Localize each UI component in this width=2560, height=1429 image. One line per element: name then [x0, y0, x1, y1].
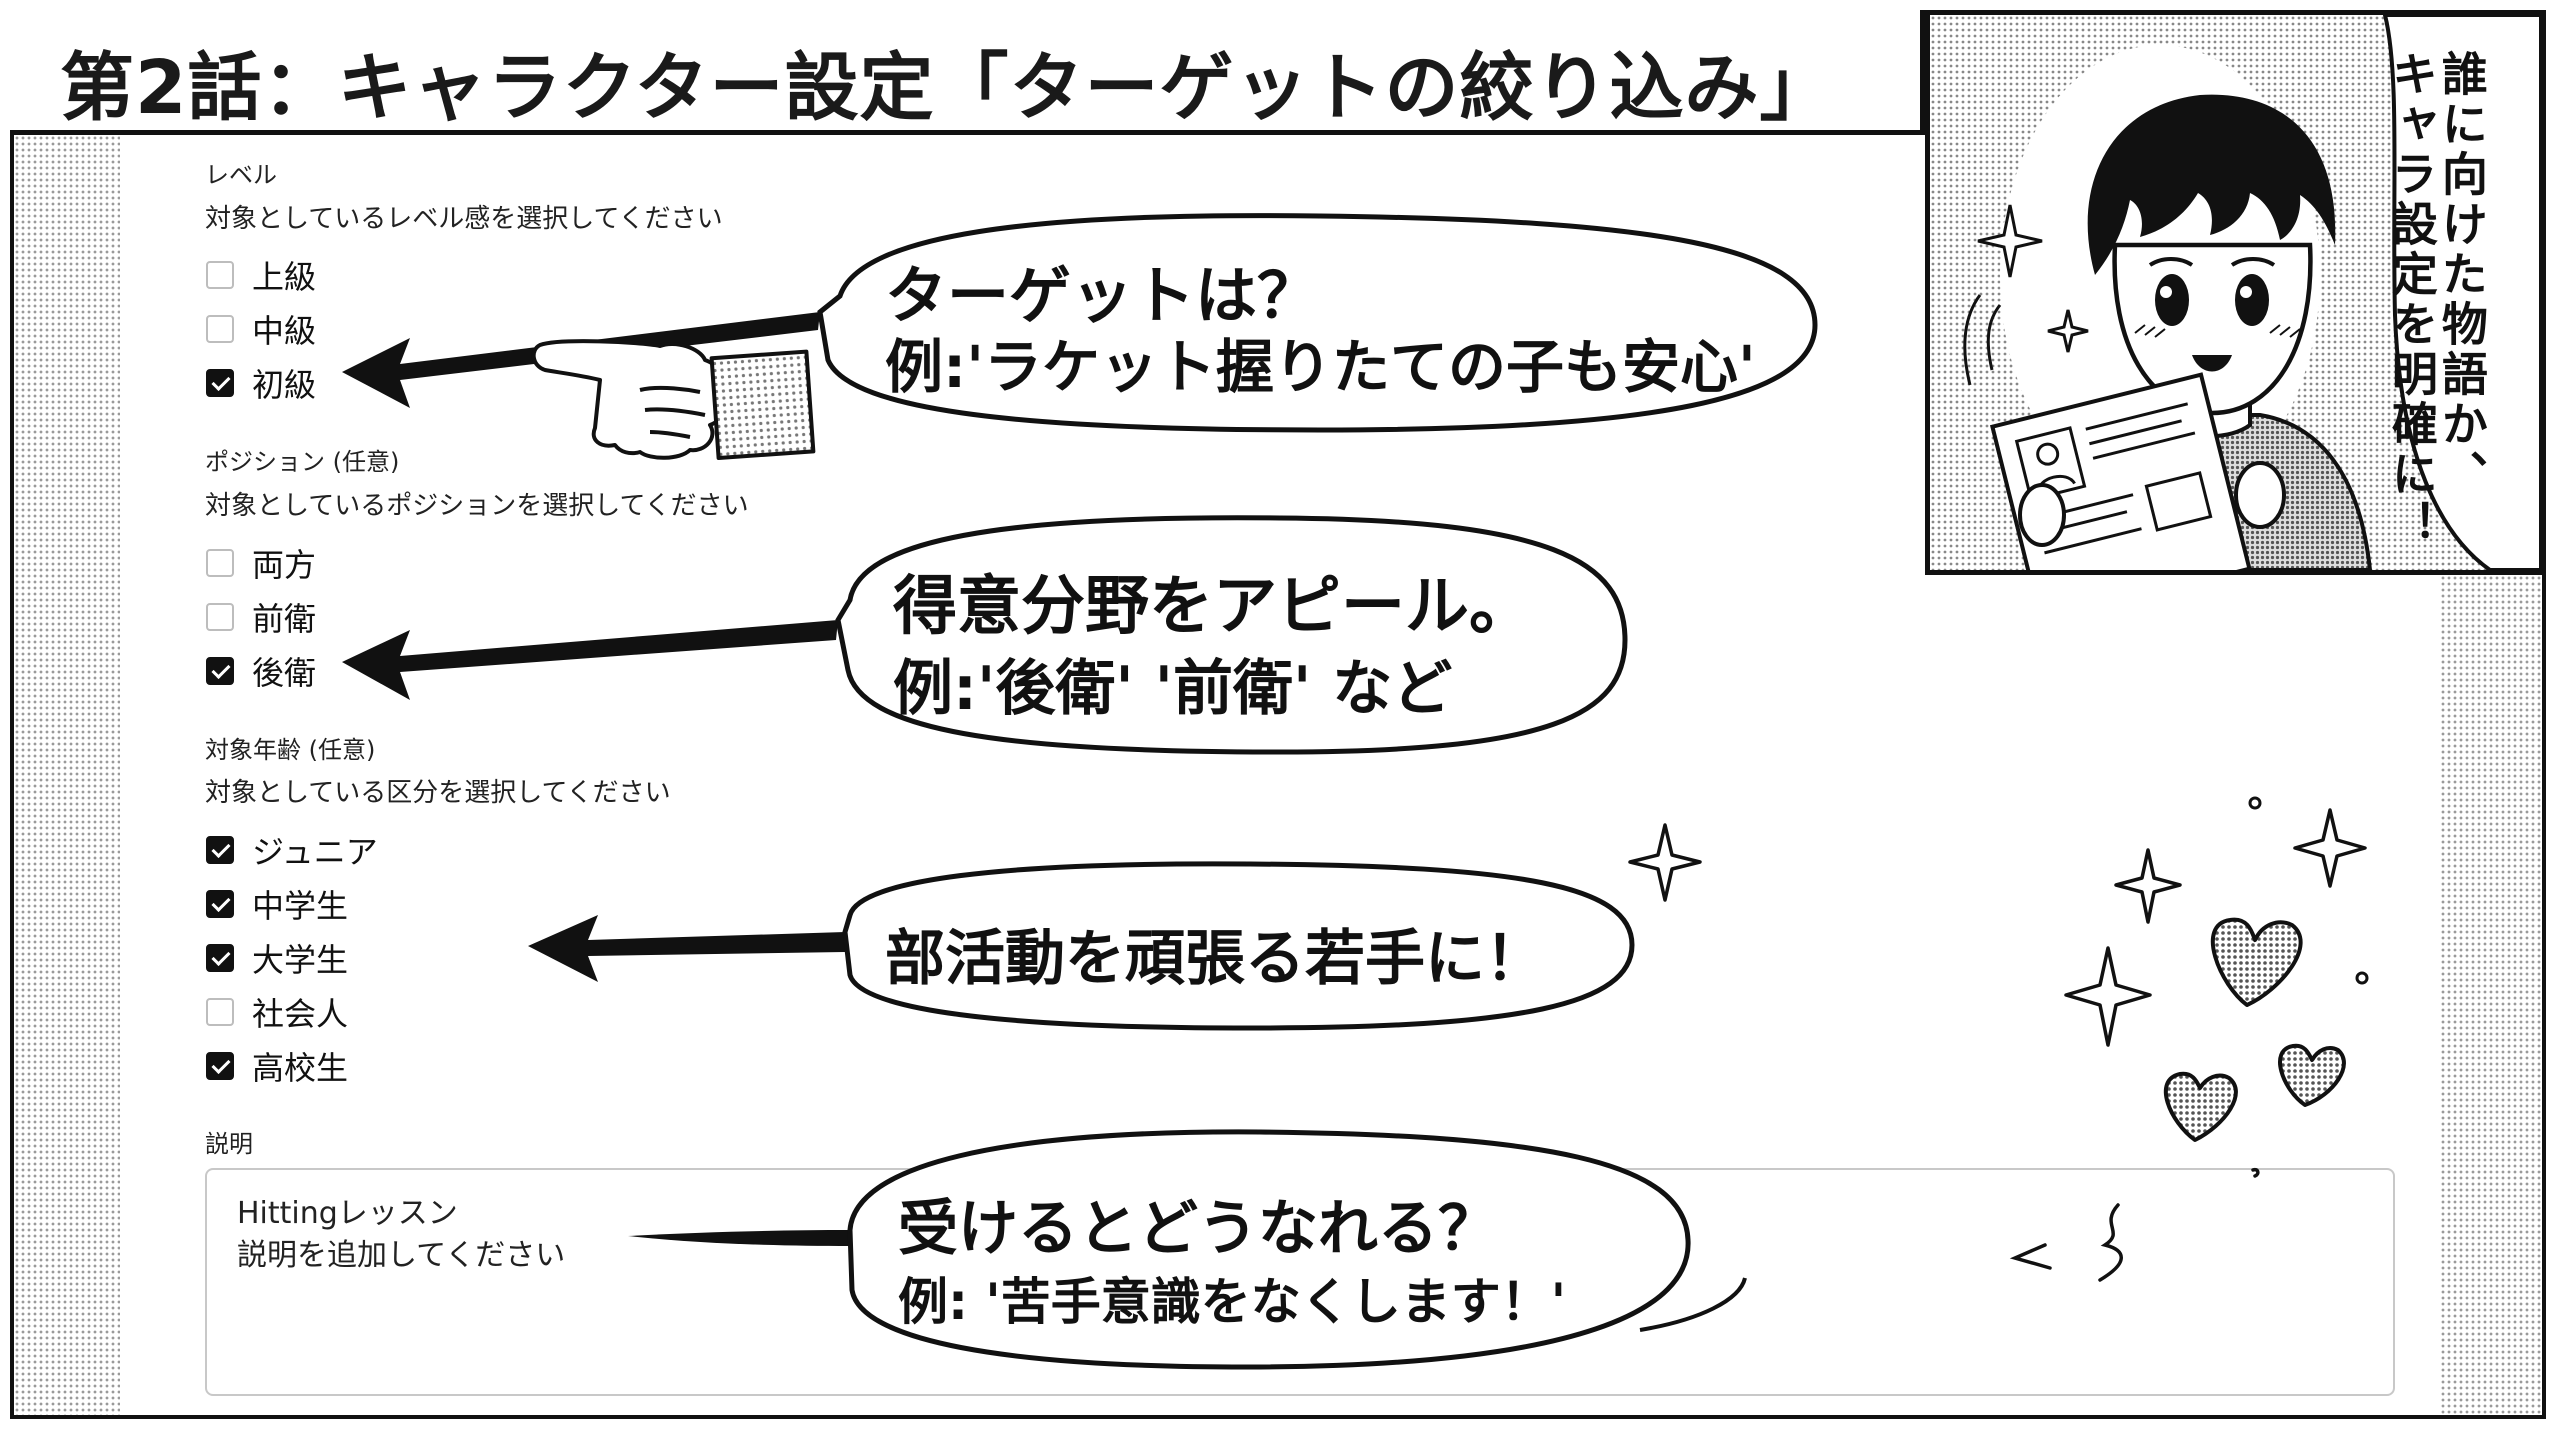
checkbox-checked[interactable]	[206, 369, 234, 397]
age-option-high-school[interactable]: 高校生	[206, 1043, 348, 1089]
arrow-to-description	[628, 1230, 850, 1246]
speech-bubble-specialty	[835, 515, 1628, 755]
checkbox-checked[interactable]	[206, 657, 234, 685]
age-label: 対象年齢 (任意)	[205, 736, 376, 764]
bubble-target-line1: ターゲットは？	[885, 259, 1320, 332]
level-help: 対象としているレベル感を選択してください	[205, 204, 723, 234]
bubble-specialty-line1: 得意分野をアピール。	[893, 570, 1533, 644]
option-label: 高校生	[252, 1049, 349, 1087]
arrow-to-beginner	[342, 312, 820, 408]
position-option-both[interactable]: 両方	[206, 540, 316, 586]
age-option-junior[interactable]: ジュニア	[206, 827, 378, 873]
checkbox[interactable]	[206, 315, 234, 343]
heart-icon	[2163, 917, 2346, 1142]
checkbox-checked[interactable]	[206, 1052, 234, 1080]
option-label: ジュニア	[252, 833, 378, 871]
checkbox[interactable]	[206, 998, 234, 1026]
age-option-university[interactable]: 大学生	[206, 935, 348, 981]
comic-panel: 誰に向けた物語か、 キャラ設定を明確に！	[1925, 10, 2546, 575]
sparkle-dot-icon	[2248, 796, 2369, 985]
right-screentone	[2440, 575, 2542, 1415]
position-option-front[interactable]: 前衛	[206, 594, 316, 640]
position-help: 対象としているポジションを選択してください	[205, 491, 749, 521]
option-label: 両方	[252, 546, 317, 584]
bubble-club-line1: 部活動を頑張る若手に！	[885, 924, 1545, 994]
page-title: 第2話：キャラクター設定「ターゲットの絞り込み」	[60, 45, 1835, 131]
age-help: 対象としている区分を選択してください	[205, 778, 671, 808]
bubble-benefit-line2: 例: '苦手意識をなくします！'	[898, 1273, 1567, 1331]
title-bar: 第2話：キャラクター設定「ターゲットの絞り込み」	[10, 10, 1925, 135]
pointing-hand-icon	[531, 339, 816, 461]
position-label: ポジション (任意)	[205, 448, 400, 476]
level-option-beginner[interactable]: 初級	[206, 360, 316, 406]
description-label: 説明	[205, 1130, 253, 1158]
level-option-intermediate[interactable]: 中級	[206, 306, 316, 352]
checkbox[interactable]	[206, 261, 234, 289]
bubble-specialty-line2: 例:'後衛' '前衛' など	[893, 654, 1453, 724]
left-screentone	[14, 135, 120, 1415]
description-placeholder: 説明を追加してください	[237, 1238, 566, 1273]
checkbox-checked[interactable]	[206, 890, 234, 918]
doodle-icon	[2009, 1167, 2260, 1282]
description-title: Hittingレッスン	[237, 1196, 458, 1231]
age-option-middle-school[interactable]: 中学生	[206, 881, 348, 927]
bubble-benefit-line1: 受けるとどうなれる？	[898, 1194, 1498, 1264]
checkbox[interactable]	[206, 549, 234, 577]
option-label: 前衛	[252, 600, 317, 638]
arrow-to-age	[528, 915, 845, 982]
option-label: 後衛	[252, 654, 317, 692]
panel-illustration	[1930, 15, 2541, 570]
level-label: レベル	[205, 161, 277, 189]
checkbox[interactable]	[206, 603, 234, 631]
option-label: 大学生	[252, 941, 349, 979]
bubble-target-line2: 例:'ラケット握りたての子も安心'	[885, 333, 1756, 401]
option-label: 社会人	[252, 995, 349, 1033]
arrow-to-back	[342, 620, 838, 700]
level-option-advanced[interactable]: 上級	[206, 252, 316, 298]
speech-bubble-benefit	[847, 1129, 1747, 1370]
speech-bubble-club	[842, 861, 1635, 1031]
panel-speech-col1: 誰に向けた物語か、	[2434, 50, 2489, 500]
panel-speech-col2: キャラ設定を明確に！	[2384, 50, 2439, 550]
speech-bubble-target	[817, 213, 1818, 433]
checkbox-checked[interactable]	[206, 944, 234, 972]
option-label: 初級	[252, 366, 317, 404]
option-label: 中学生	[252, 887, 349, 925]
checkbox-checked[interactable]	[206, 836, 234, 864]
option-label: 中級	[252, 312, 317, 350]
position-option-back[interactable]: 後衛	[206, 648, 316, 694]
option-label: 上級	[252, 258, 317, 296]
sparkle-icon	[1628, 808, 2367, 1047]
age-option-adult[interactable]: 社会人	[206, 989, 348, 1035]
